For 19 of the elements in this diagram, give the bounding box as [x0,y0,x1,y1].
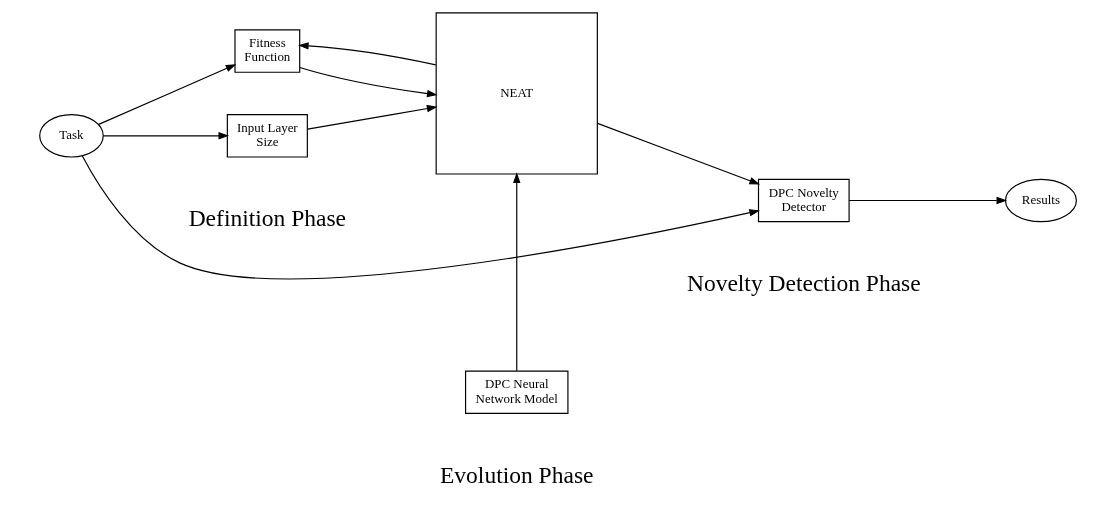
arrow [512,172,520,372]
node-ellipse: Results [1004,178,1077,223]
arrow [298,66,438,98]
label: Evolution Phase [439,461,593,488]
arrow [102,132,229,140]
node-box: DPC Neural Network Model [464,370,568,415]
label: Novelty Detection Phase [686,270,921,297]
label: Definition Phase [188,205,346,232]
node-box: Input Layer Size [226,114,308,158]
arrow [306,104,437,130]
node-box: DPC Novelty Detector [757,178,850,223]
arrow [848,196,1007,205]
node-box: Fitness Function [233,29,300,73]
node-box: NEAT [435,12,598,175]
node-ellipse: Task [38,114,104,158]
arrow [297,42,436,66]
arrow [81,155,760,280]
arrow [97,64,236,125]
arrow [596,122,760,185]
